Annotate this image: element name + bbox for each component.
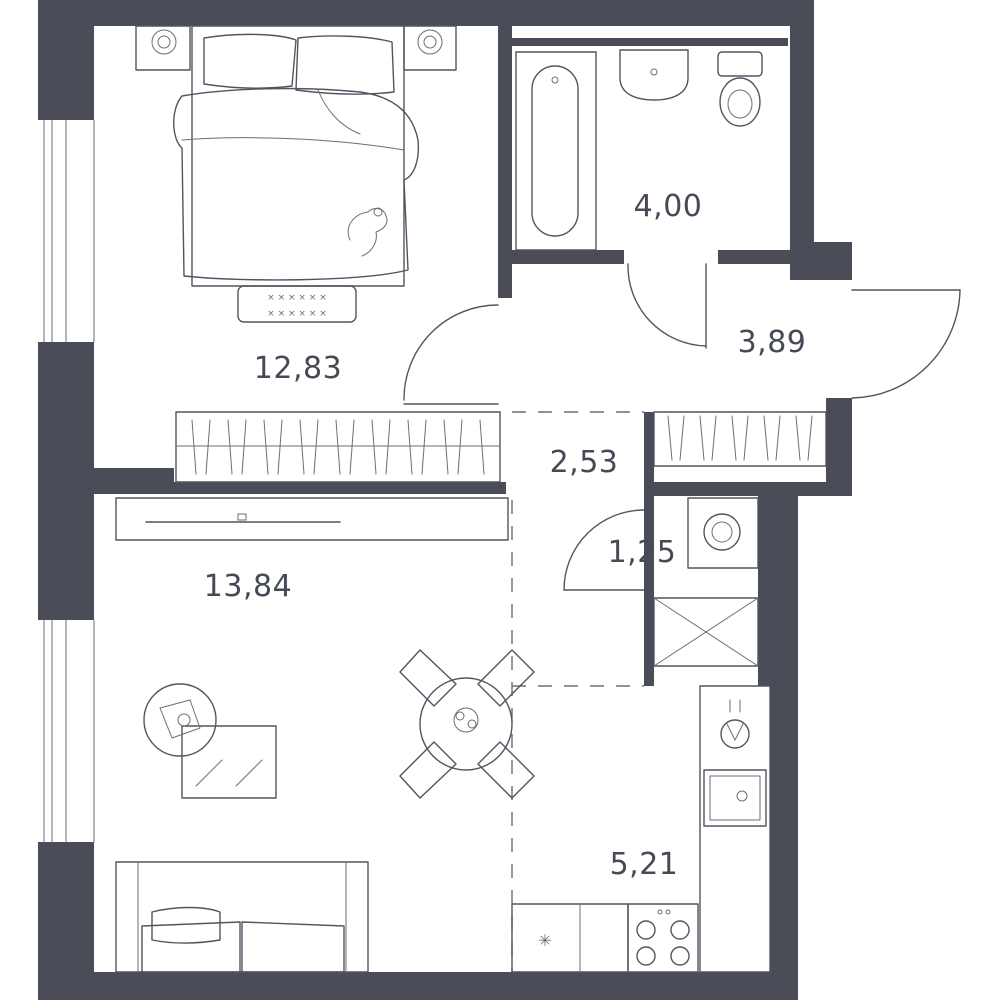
kettle-icon [720,699,750,749]
coffee-table-icon [143,683,277,799]
svg-text:✳: ✳ [538,931,551,950]
kitchen-sink-icon [703,769,767,827]
tv-icon [115,497,509,541]
washing-machine-icon [687,497,759,569]
entrance-door [851,289,961,399]
toilet-icon [717,51,763,127]
windows [43,119,95,843]
hall-wardrobe-icon [653,411,827,467]
bathroom-door [627,263,707,349]
wardrobe-icon [175,411,501,483]
washbasin-icon [619,49,689,101]
kitchen-area-label: 5,21 [610,847,679,882]
svg-text:× × × × × ×: × × × × × × [267,293,327,303]
bedroom-area-label: 12,83 [254,351,342,386]
laundry-area-label: 1,25 [608,535,677,570]
corridor-area-label: 2,53 [550,445,619,480]
bedroom-window [43,119,95,343]
dining-table-icon [399,649,535,799]
bedroom-door [403,304,499,405]
stove-icon [627,903,699,973]
kitchen-counter: ✳ [511,903,629,973]
bed-icon: × × × × × × × × × × × × [135,25,457,323]
hall-area-label: 3,89 [738,325,807,360]
zone-boundaries [511,411,644,972]
living-window [43,619,95,843]
sofa-icon [115,861,369,973]
walls [38,0,852,1000]
bathroom-area-label: 4,00 [634,189,703,224]
laundry-door [563,509,645,591]
svg-text:× × × × × ×: × × × × × × [267,309,327,319]
living-area-label: 13,84 [204,569,292,604]
storage-box-icon [653,597,759,667]
kitchen-cabinets [699,685,771,973]
doors [403,263,961,591]
bathtub-icon [515,51,597,251]
